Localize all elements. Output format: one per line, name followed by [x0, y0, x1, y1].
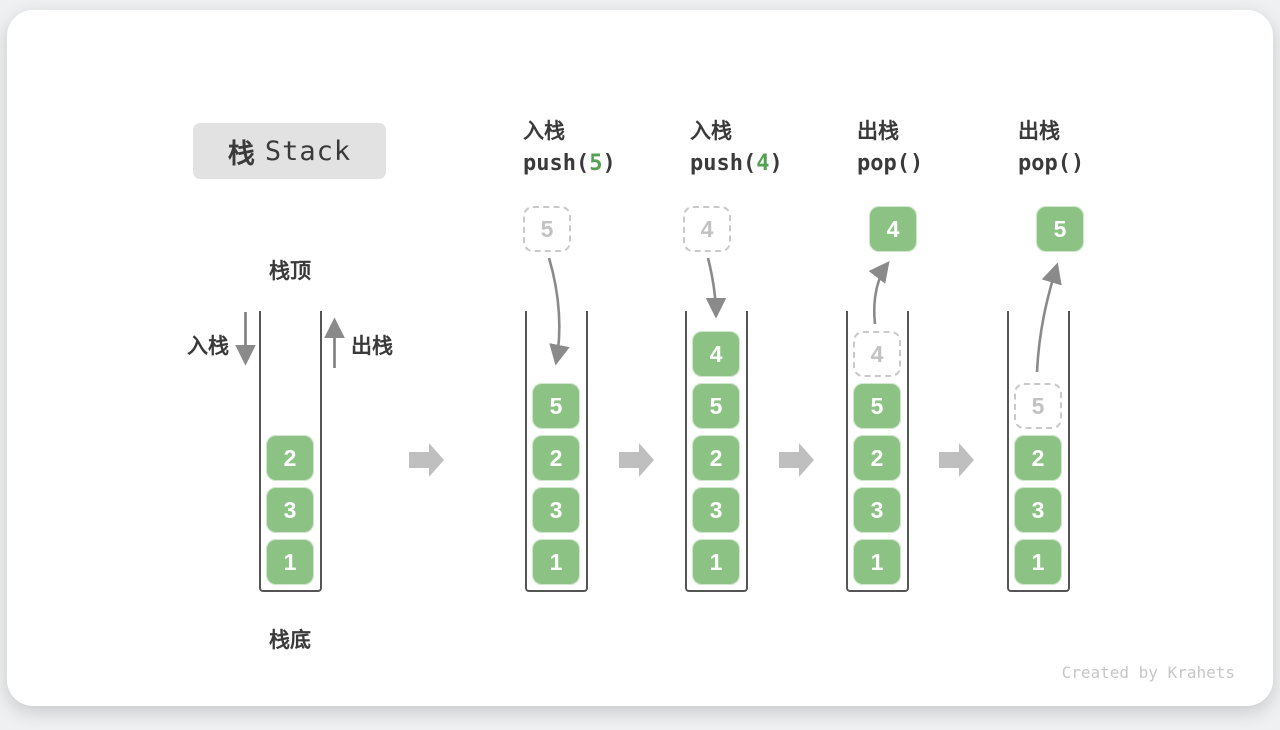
floating-cell-pop4: 4: [869, 206, 917, 252]
stack-cell: 3: [1014, 487, 1062, 533]
stack-cell: 3: [266, 487, 314, 533]
floating-cell-push4: 4: [683, 206, 731, 252]
stack-container-2: [525, 311, 588, 592]
op-code: push(4): [690, 146, 860, 182]
stack-cell-popped: 4: [853, 331, 901, 377]
stack-bottom-label: 栈底: [269, 629, 311, 652]
stack-cell: 5: [692, 383, 740, 429]
flow-arrow-3-icon: [779, 443, 814, 477]
code-pre: push(: [690, 151, 757, 176]
stack-cell: 1: [532, 539, 580, 585]
stack-cell-popped: 5: [1014, 383, 1062, 429]
pop-side-label: 出栈: [351, 335, 393, 358]
stack-cell: 2: [692, 435, 740, 481]
code-pre: pop(: [857, 151, 910, 176]
code-pre: pop(: [1018, 151, 1071, 176]
flow-arrow-4-icon: [939, 443, 974, 477]
stack-cell: 1: [266, 539, 314, 585]
op-code: pop(): [857, 146, 1027, 182]
code-post: ): [1070, 151, 1085, 176]
stack-cell: 2: [532, 435, 580, 481]
stack-cell: 1: [853, 539, 901, 585]
flow-arrow-2-icon: [619, 443, 654, 477]
stack-cell: 5: [532, 383, 580, 429]
code-post: ): [769, 151, 783, 176]
op-label: 入栈: [523, 120, 565, 143]
watermark: Created by Krahets: [1061, 663, 1235, 682]
stack-top-label: 栈顶: [269, 260, 311, 283]
title-badge: 栈 Stack: [193, 123, 386, 179]
stack-cell: 3: [853, 487, 901, 533]
op-code: push(5): [523, 146, 693, 182]
column-header-push5: 入栈 push(5): [523, 118, 693, 182]
diagram-card: 栈 Stack 栈顶 栈底 入栈 出栈 入栈 push(5) 入栈 push(4…: [7, 10, 1273, 706]
stack-cell: 1: [1014, 539, 1062, 585]
stack-container-5: [1007, 311, 1070, 592]
op-label: 出栈: [1018, 120, 1060, 143]
stack-container-1: [259, 311, 322, 592]
column-header-pop5: 出栈 pop(): [1018, 118, 1188, 182]
push-side-label: 入栈: [187, 335, 229, 358]
op-label: 入栈: [690, 120, 732, 143]
column-header-push4: 入栈 push(4): [690, 118, 860, 182]
stack-cell: 2: [266, 435, 314, 481]
stack-cell: 3: [532, 487, 580, 533]
op-label: 出栈: [857, 120, 899, 143]
flow-arrow-1-icon: [409, 443, 444, 477]
title-latin: Stack: [264, 135, 352, 167]
floating-cell-pop5: 5: [1036, 206, 1084, 252]
stack-cell: 2: [853, 435, 901, 481]
title-cjk: 栈: [227, 138, 255, 169]
code-post: ): [602, 151, 616, 176]
column-header-pop4: 出栈 pop(): [857, 118, 1027, 182]
stack-cell: 2: [1014, 435, 1062, 481]
stack-container-4: [846, 311, 909, 592]
stack-diagram-canvas: 栈 Stack 栈顶 栈底 入栈 出栈 入栈 push(5) 入栈 push(4…: [7, 10, 1273, 706]
code-arg: 5: [589, 151, 603, 176]
op-code: pop(): [1018, 146, 1188, 182]
code-pre: push(: [523, 151, 590, 176]
floating-cell-push5: 5: [523, 206, 571, 252]
stack-container-3: [685, 311, 748, 592]
stack-cell: 5: [853, 383, 901, 429]
push4-curve-arrow-icon: [705, 257, 727, 319]
code-arg: 4: [756, 151, 770, 176]
stack-cell: 3: [692, 487, 740, 533]
code-post: ): [909, 151, 924, 176]
stack-cell: 1: [692, 539, 740, 585]
stack-cell: 4: [692, 331, 740, 377]
